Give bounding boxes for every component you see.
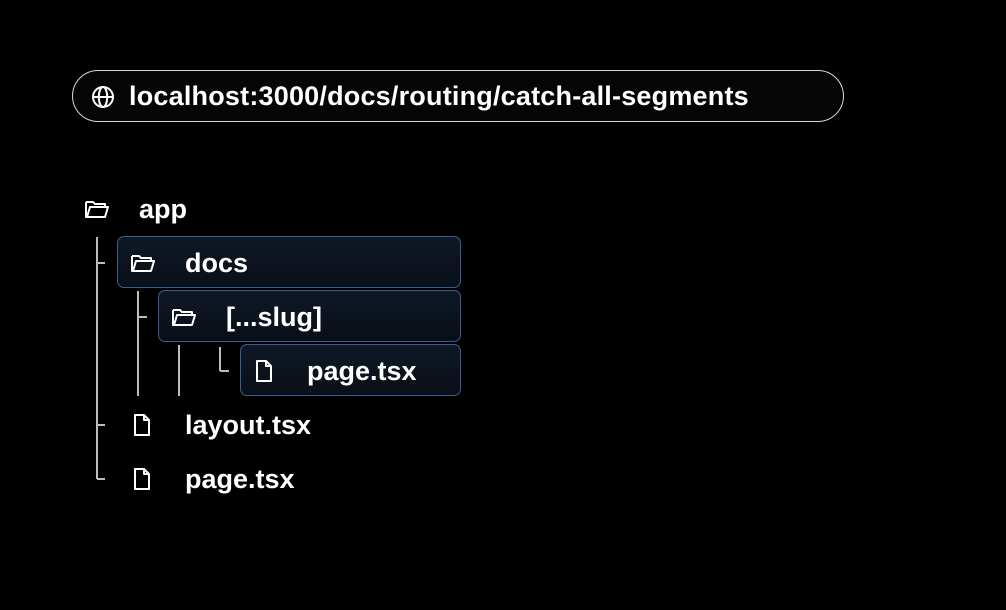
tree-node-label: layout.tsx [185,410,312,440]
tree-node-label: docs [185,248,249,278]
globe-icon [92,86,114,108]
tree-node-docs[interactable] [117,236,461,288]
url-bar[interactable]: localhost:3000/docs/routing/catch-all-se… [72,70,844,122]
tree-node-label: [...slug] [226,302,322,332]
tree-node-label: page.tsx [185,464,295,494]
tree-node-slug-page[interactable] [240,344,461,396]
tree-node-label: page.tsx [307,356,417,386]
file-icon [256,360,272,382]
folder-open-icon [172,309,196,326]
tree-node-slug[interactable] [158,290,461,342]
file-icon [134,414,150,436]
folder-open-icon [85,201,109,218]
tree-node-label: app [139,194,188,224]
file-icon [134,468,150,490]
url-text: localhost:3000/docs/routing/catch-all-se… [129,80,749,111]
folder-open-icon [131,255,155,272]
